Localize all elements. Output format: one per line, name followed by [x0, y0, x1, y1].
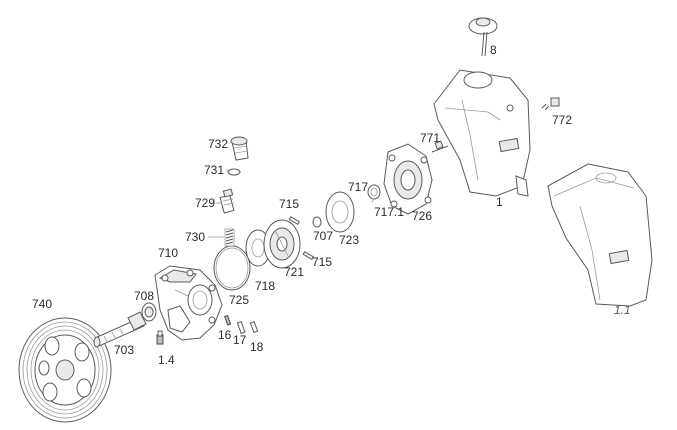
valve-729	[219, 188, 235, 214]
pump-housing-710	[154, 265, 223, 341]
cover-726	[383, 143, 433, 215]
seal-717	[367, 184, 381, 200]
reservoir-1-1	[547, 163, 653, 307]
label-731: 731	[204, 163, 225, 177]
label-1: 1	[496, 195, 503, 209]
label-715-upper: 715	[279, 197, 300, 211]
label-708: 708	[134, 289, 155, 303]
label-732: 732	[208, 137, 229, 151]
label-717-1: 717.1	[374, 205, 405, 219]
washer-707	[312, 216, 322, 228]
label-725: 725	[229, 293, 250, 307]
o-ring-725	[213, 245, 251, 291]
bolt-772	[541, 97, 560, 111]
pulley-740	[18, 317, 112, 423]
seal-708	[141, 302, 157, 322]
shaft-703	[93, 311, 147, 348]
label-726: 726	[412, 209, 433, 223]
plate-723	[325, 191, 355, 233]
label-721: 721	[284, 265, 305, 279]
label-723: 723	[339, 233, 360, 247]
bolt-771	[431, 140, 449, 153]
label-772: 772	[552, 113, 573, 127]
label-8: 8	[490, 43, 497, 57]
o-ring-731	[227, 168, 241, 176]
label-707: 707	[313, 229, 334, 243]
label-16: 16	[218, 328, 232, 342]
label-717: 717	[348, 180, 369, 194]
label-715-lower: 715	[312, 255, 333, 269]
pins-16-17-18	[224, 314, 259, 334]
label-703: 703	[114, 343, 135, 357]
label-1-1: 1.1	[614, 303, 631, 317]
label-718: 718	[255, 279, 276, 293]
pin-715-lower	[302, 251, 315, 261]
reservoir-1	[433, 69, 531, 197]
label-17: 17	[233, 333, 247, 347]
spring-730	[224, 228, 235, 247]
fitting-732	[230, 136, 249, 161]
label-740: 740	[32, 297, 53, 311]
part-1-4	[156, 330, 164, 345]
leader-lines	[208, 169, 375, 238]
cam-ring-721	[263, 219, 301, 269]
label-771: 771	[420, 131, 441, 145]
label-1-4: 1.4	[158, 353, 175, 367]
label-710: 710	[158, 246, 179, 260]
pin-715-upper	[288, 216, 301, 226]
label-730: 730	[185, 230, 206, 244]
label-18: 18	[250, 340, 264, 354]
label-729: 729	[195, 196, 216, 210]
cap-8	[468, 17, 498, 57]
